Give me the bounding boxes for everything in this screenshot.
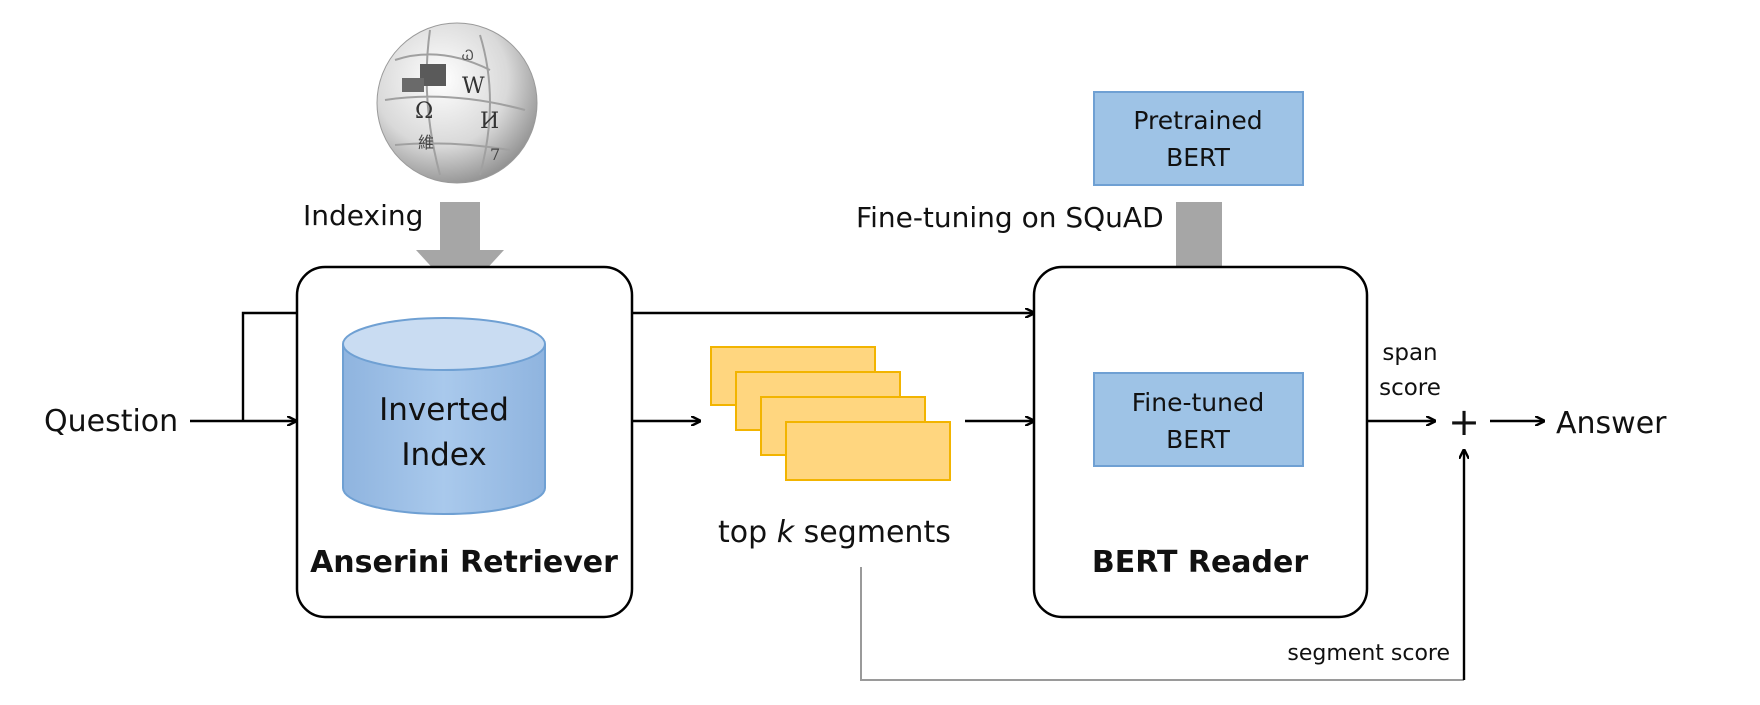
pretrained-bert-line1: Pretrained xyxy=(1133,106,1262,135)
fine-tuning-label: Fine-tuning on SQuAD xyxy=(856,201,1164,234)
answer-label: Answer xyxy=(1556,406,1667,441)
svg-text:7: 7 xyxy=(490,145,500,164)
svg-text:維: 維 xyxy=(418,133,434,152)
pretrained-bert-line2: BERT xyxy=(1166,143,1230,172)
question-bypass-line xyxy=(241,311,297,421)
inverted-index-cylinder xyxy=(342,317,546,515)
svg-text:Ꮗ: Ꮗ xyxy=(462,48,474,64)
svg-text:И: И xyxy=(480,109,499,134)
fine-tuned-bert-box xyxy=(1093,372,1304,467)
svg-text:W: W xyxy=(462,74,485,99)
question-label: Question xyxy=(44,404,178,439)
segments-label: top k segments xyxy=(718,515,951,550)
inverted-index-line1: Inverted xyxy=(379,392,509,428)
segment-score-line xyxy=(860,567,1464,681)
pretrained-bert-box xyxy=(1093,91,1304,186)
retriever-title: Anserini Retriever xyxy=(310,545,618,580)
svg-text:Ω: Ω xyxy=(415,99,433,124)
segments-stack xyxy=(710,346,951,481)
plus-sign: + xyxy=(1448,400,1480,444)
fine-tuned-bert-line2: BERT xyxy=(1166,425,1230,454)
inverted-index-line2: Index xyxy=(401,437,486,473)
indexing-label: Indexing xyxy=(303,199,423,232)
fine-tuned-bert-line1: Fine-tuned xyxy=(1132,388,1265,417)
span-score-line2: score xyxy=(1379,375,1441,401)
segment-card xyxy=(785,421,951,481)
span-score-line1: span xyxy=(1382,340,1437,366)
segment-score-label: segment score xyxy=(1287,641,1450,666)
wikipedia-globe-icon: W Ω И 維 7 Ꮗ xyxy=(376,22,538,184)
reader-title: BERT Reader xyxy=(1092,545,1309,580)
